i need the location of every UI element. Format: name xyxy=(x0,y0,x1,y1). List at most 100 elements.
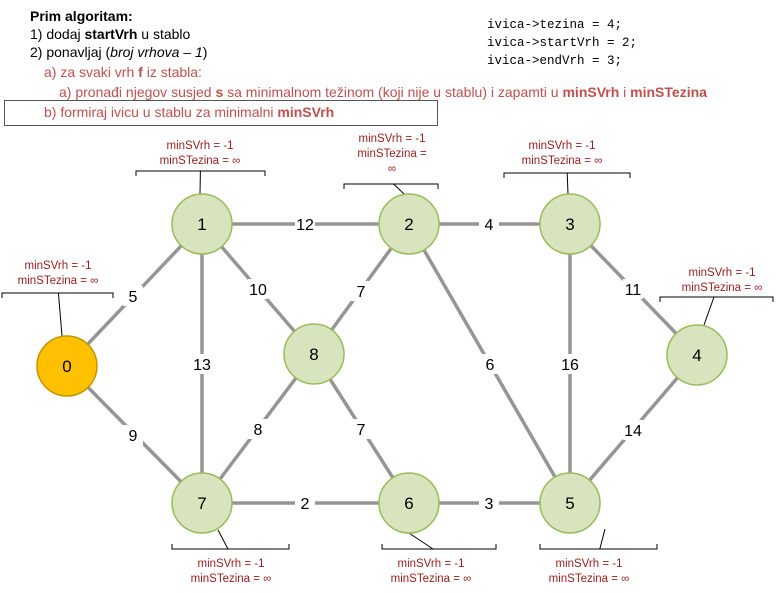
node-3: 3 xyxy=(539,193,601,255)
node-label: 2 xyxy=(404,215,413,234)
node-8: 8 xyxy=(283,323,345,385)
annotation-stem-7 xyxy=(217,529,229,550)
node-annotation-4: minSVrh = -1 minSTezina = ∞ xyxy=(662,266,781,296)
annotation-bracket-5 xyxy=(539,544,658,550)
edge-weight-0-1: 5 xyxy=(129,289,138,306)
edge-weight-bg xyxy=(295,493,315,513)
edge-weight-8-6: 7 xyxy=(357,422,366,439)
annotation-stem-0 xyxy=(57,292,63,337)
node-label: 0 xyxy=(62,357,71,376)
min-stezina-label: minSTezina = ∞ xyxy=(190,573,272,585)
edge-weight-1-7: 13 xyxy=(193,357,211,374)
min-stezina-label: minSTezina = ∞ xyxy=(390,573,472,585)
node-4: 4 xyxy=(666,324,728,386)
edge-weight-bg xyxy=(351,419,371,439)
node-circle xyxy=(666,324,728,386)
edge-weight-bg xyxy=(248,419,268,439)
highlight-box xyxy=(4,100,438,126)
edge-weight-bg xyxy=(351,281,371,301)
node-circle xyxy=(283,323,345,385)
min-svrh-label: minSVrh = -1 xyxy=(197,558,265,570)
node-circle xyxy=(378,193,440,255)
edge-weight-bg xyxy=(560,354,580,374)
algorithm-title: Prim algoritam: xyxy=(30,8,133,24)
min-svrh-label: minSVrh = -1 xyxy=(166,140,234,152)
edge-weight-bg xyxy=(192,354,212,374)
edge-weight-3-5: 16 xyxy=(561,357,579,374)
annotation-bracket-7 xyxy=(171,544,290,550)
annotation-stem-4 xyxy=(703,296,715,326)
edge-weight-bg xyxy=(123,286,143,306)
edge-weight-2-5: 6 xyxy=(486,357,495,374)
edge-weight-2-3: 4 xyxy=(485,217,494,234)
node-circle xyxy=(378,472,440,534)
min-stezina-label: minSTezina = ∞ xyxy=(548,573,630,585)
algorithm-step-a: a) za svaki vrh f iz stabla: xyxy=(44,64,202,80)
node-circle xyxy=(171,472,233,534)
annotation-bracket-3 xyxy=(503,172,631,178)
min-stezina-label: minSTezina = ∞ xyxy=(17,275,99,287)
algorithm-step-a-a: a) pronađi njegov susjed s sa minimalnom… xyxy=(59,84,707,100)
min-stezina-value: ∞ xyxy=(387,163,397,175)
node-label: 8 xyxy=(309,345,318,364)
edge-weight-bg xyxy=(479,214,499,234)
edge-weight-1-8: 10 xyxy=(249,282,267,299)
min-stezina-label: minSTezina = ∞ xyxy=(521,155,603,167)
node-label: 7 xyxy=(197,494,206,513)
node-label: 3 xyxy=(565,215,574,234)
node-circle xyxy=(171,193,233,255)
min-stezina-label: minSTezina = ∞ xyxy=(159,155,241,167)
annotation-stem-6 xyxy=(408,532,434,550)
node-label: 6 xyxy=(404,494,413,513)
edge-weight-bg xyxy=(123,425,143,445)
node-annotation-6: minSVrh = -1 minSTezina = ∞ xyxy=(371,557,491,587)
edge-weight-4-5: 14 xyxy=(624,423,642,440)
edge-weight-0-7: 9 xyxy=(129,428,138,445)
edge-weight-bg xyxy=(623,420,643,440)
algorithm-step-1: 1) dodaj startVrh u stablo xyxy=(30,26,191,42)
node-label: 5 xyxy=(565,494,574,513)
annotation-bracket-0 xyxy=(1,292,114,298)
edge-weight-bg xyxy=(479,493,499,513)
min-svrh-label: minSVrh = -1 xyxy=(358,133,426,145)
node-annotation-5: minSVrh = -1 minSTezina = ∞ xyxy=(529,557,649,587)
edge-weight-7-6: 2 xyxy=(301,496,310,513)
code-line-1: ivica->tezina = 4; xyxy=(487,18,623,32)
node-5: 5 xyxy=(539,472,601,534)
node-0: 0 xyxy=(36,335,98,397)
edge-weight-3-4: 11 xyxy=(625,282,642,299)
annotation-bracket-2 xyxy=(343,183,439,189)
edge-weight-bg xyxy=(248,279,268,299)
node-label: 1 xyxy=(197,215,206,234)
annotation-bracket-1 xyxy=(135,170,266,176)
node-annotation-1: minSVrh = -1 minSTezina = ∞ xyxy=(140,139,260,169)
code-line-3: ivica->endVrh = 3; xyxy=(487,54,623,68)
annotation-stem-3 xyxy=(566,172,569,195)
annotation-stem-2 xyxy=(393,183,405,195)
edge-weight-6-5: 3 xyxy=(485,496,494,513)
node-circle xyxy=(36,335,98,397)
edge-weight-bg xyxy=(295,214,315,234)
edge-weight-8-7: 8 xyxy=(254,422,263,439)
algorithm-step-2: 2) ponavljaj (broj vrhova – 1) xyxy=(30,44,208,60)
node-7: 7 xyxy=(171,472,233,534)
node-annotation-7: minSVrh = -1 minSTezina = ∞ xyxy=(171,557,291,587)
annotation-bracket-6 xyxy=(381,544,497,550)
min-svrh-label: minSVrh = -1 xyxy=(397,558,465,570)
min-svrh-label: minSVrh = -1 xyxy=(24,260,92,272)
annotation-stem-5 xyxy=(599,528,606,550)
min-stezina-label: minSTezina = ∞ xyxy=(681,282,763,294)
node-2: 2 xyxy=(378,193,440,255)
min-svrh-label: minSVrh = -1 xyxy=(688,267,756,279)
node-label: 4 xyxy=(692,346,701,365)
node-6: 6 xyxy=(378,472,440,534)
min-svrh-label: minSVrh = -1 xyxy=(555,558,623,570)
edge-weight-2-8: 7 xyxy=(357,284,366,301)
code-line-2: ivica->startVrh = 2; xyxy=(487,36,638,50)
node-circle xyxy=(539,193,601,255)
node-circle xyxy=(539,472,601,534)
